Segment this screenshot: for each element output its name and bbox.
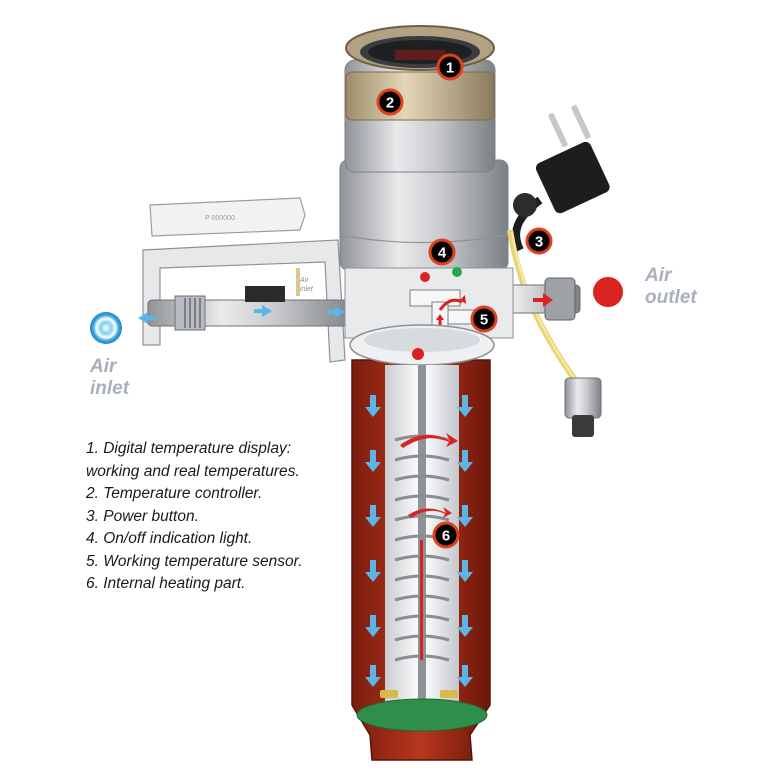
legend-item: 1. Digital temperature display: <box>86 440 292 457</box>
air-inlet-label-line2: inlet <box>90 378 130 399</box>
callout-5: 5 <box>470 305 498 333</box>
callout-2: 2 <box>376 88 404 116</box>
svg-text:3: 3 <box>535 234 543 251</box>
air-inlet-label: Air inlet <box>90 356 129 400</box>
indicator-light-green <box>452 267 462 277</box>
svg-text:4: 4 <box>438 245 447 262</box>
svg-text:5: 5 <box>480 312 488 329</box>
legend-item: 6. Internal heating part. <box>86 575 246 592</box>
legend-item: 4. On/off indication light. <box>86 530 253 547</box>
mounting-bracket: P 000000 <box>142 197 346 363</box>
indicator-light-red <box>420 272 430 282</box>
legend-item: working and real temperatures. <box>86 462 300 480</box>
callout-6: 6 <box>432 521 460 549</box>
power-plug <box>507 105 610 437</box>
legend: 1. Digital temperature display: working … <box>86 438 303 596</box>
inner-inlet-label: Air inlet <box>299 277 314 293</box>
internal-flow-arrows <box>365 395 473 687</box>
svg-text:inlet: inlet <box>300 286 314 293</box>
air-outlet-indicator <box>593 277 623 307</box>
inlet-flow-arrows <box>138 305 345 324</box>
callout-4: 4 <box>428 238 456 266</box>
air-outlet-label-line1: Air <box>645 265 672 286</box>
svg-text:2: 2 <box>386 95 394 112</box>
air-inlet-label-line1: Air <box>90 356 117 377</box>
air-inlet-indicator <box>90 312 122 344</box>
air-inlet-tube <box>147 268 359 331</box>
air-outlet-label-line2: outlet <box>645 287 697 308</box>
controller-housing <box>339 25 509 271</box>
svg-text:Air: Air <box>299 277 309 284</box>
callout-1: 1 <box>436 53 464 81</box>
legend-item: 5. Working temperature sensor. <box>86 552 303 570</box>
svg-text:6: 6 <box>442 528 450 545</box>
legend-item: 2. Temperature controller. <box>86 485 263 502</box>
bracket-mark: P 000000 <box>205 215 235 222</box>
air-outlet-label: Air outlet <box>645 265 697 309</box>
svg-text:1: 1 <box>446 60 454 77</box>
hot-air-arrows <box>400 433 458 660</box>
callout-3: 3 <box>525 227 553 255</box>
legend-item: 3. Power button. <box>86 507 199 525</box>
